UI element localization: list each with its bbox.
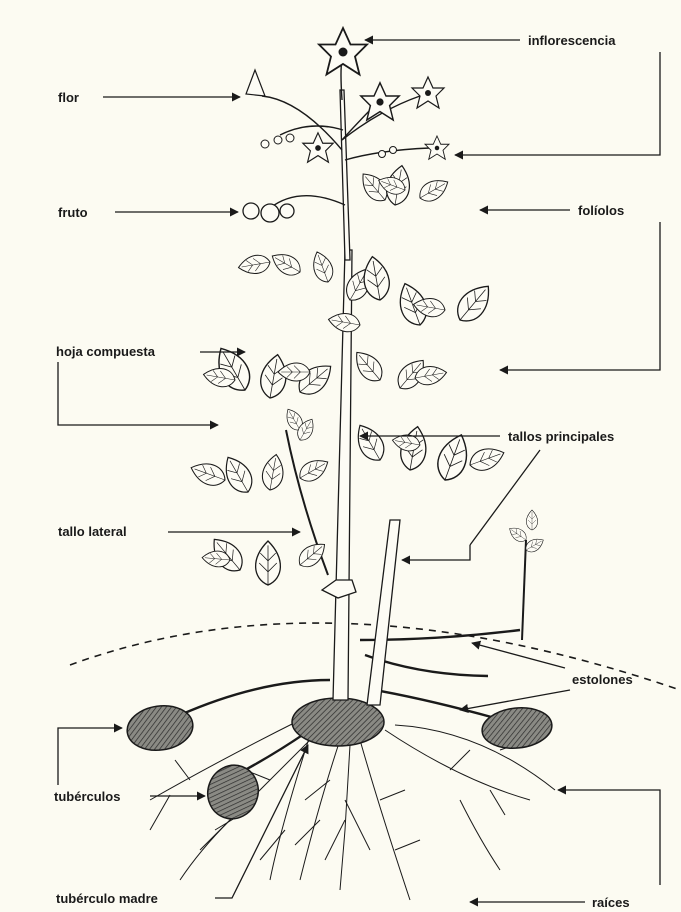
- label-flor: flor: [58, 90, 79, 105]
- tuber-right: [480, 704, 554, 751]
- leader-tuberculos: [58, 728, 122, 785]
- fruits: [243, 203, 294, 222]
- tuber-lower-left: [200, 758, 265, 826]
- label-tallos-principales: tallos principales: [508, 429, 614, 444]
- leader-foliolos-2: [500, 222, 660, 370]
- leader-raices: [558, 790, 660, 885]
- sprout: [506, 510, 546, 640]
- leader-lines: [58, 40, 660, 902]
- label-raices: raíces: [592, 895, 630, 910]
- leader-tallos-principales-3: [402, 545, 470, 560]
- label-tuberculo-madre: tubérculo madre: [56, 891, 158, 906]
- label-tallo-lateral: tallo lateral: [58, 524, 127, 539]
- label-fruto: fruto: [58, 205, 88, 220]
- label-hoja-compuesta: hoja compuesta: [56, 344, 156, 359]
- roots: [150, 720, 555, 900]
- label-inflorescencia: inflorescencia: [528, 33, 616, 48]
- leader-inflorescencia-2: [455, 52, 660, 155]
- label-tuberculos: tubérculos: [54, 789, 120, 804]
- leader-estolones-2: [460, 690, 570, 710]
- tubers: [124, 698, 554, 826]
- leader-hoja-compuesta-2: [58, 362, 218, 425]
- label-foliolos: folíolos: [578, 203, 624, 218]
- label-estolones: estolones: [572, 672, 633, 687]
- tuber-left: [124, 702, 195, 755]
- leader-estolones: [472, 643, 565, 668]
